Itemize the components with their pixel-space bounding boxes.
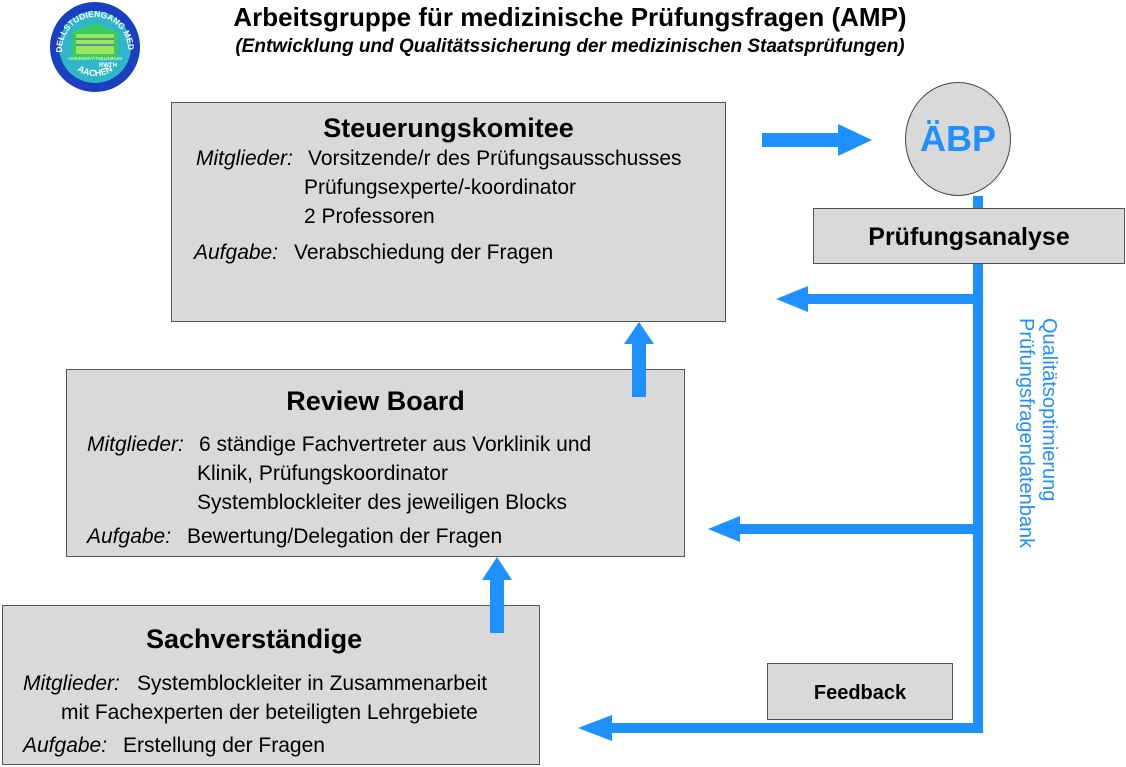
arrow-to-review-head — [708, 516, 740, 542]
sachverstaendige-task-label: Aufgabe: — [23, 734, 108, 757]
sachverstaendige-member-2: mit Fachexperten der beteiligten Lehrgeb… — [61, 701, 478, 724]
steuerungskomitee-box: Steuerungskomitee Mitglieder: Vorsitzend… — [171, 102, 726, 322]
sachverstaendige-title: Sachverständige — [146, 624, 363, 654]
review-board-members-label: Mitglieder: — [87, 433, 184, 456]
vertical-label-line-1: Qualitätsoptimierung — [1038, 318, 1060, 502]
steuerungskomitee-members-label: Mitglieder: — [196, 147, 293, 170]
feedback-vertical-line — [973, 196, 983, 733]
steuerungskomitee-member-3: 2 Professoren — [304, 205, 435, 228]
arrow-review-to-steuerung-head — [624, 322, 654, 344]
review-board-box: Review Board Mitglieder: 6 ständige Fach… — [66, 369, 685, 557]
aebp-circle: ÄBP — [905, 82, 1011, 196]
review-board-title: Review Board — [286, 386, 465, 416]
review-board-member-2: Klinik, Prüfungskoordinator — [197, 462, 448, 485]
logo-arc-bottom: AACHEN — [76, 63, 114, 78]
feedback-label: Feedback — [813, 682, 907, 704]
arrow-to-sachverstaendige-head — [578, 715, 612, 741]
arrow-to-aebp-head — [838, 124, 872, 156]
feedback-box: Feedback — [767, 663, 953, 720]
steuerungskomitee-title: Steuerungskomitee — [323, 113, 574, 143]
arrow-to-steuerung-shaft — [806, 294, 983, 304]
page-title: Arbeitsgruppe für medizinische Prüfungsf… — [233, 2, 907, 32]
steuerungskomitee-member-1: Vorsitzende/r des Prüfungsausschusses — [308, 147, 682, 170]
sachverstaendige-task: Erstellung der Fragen — [123, 734, 325, 757]
arrow-sachverstaendige-to-review-shaft — [490, 578, 504, 633]
sachverstaendige-member-1: Systemblockleiter in Zusammenarbeit — [137, 672, 488, 695]
aebp-label: ÄBP — [919, 118, 996, 159]
steuerungskomitee-member-2: Prüfungsexperte/-koordinator — [304, 176, 576, 199]
vertical-label-line-2: Prüfungsfragendatenbank — [1015, 318, 1037, 549]
logo-inner-top: UNIVERSITÄTSKLINIKUM — [68, 55, 122, 61]
review-board-member-1: 6 ständige Fachvertreter aus Vorklinik u… — [199, 433, 592, 456]
arrow-to-review-shaft — [738, 524, 983, 534]
steuerungskomitee-task-label: Aufgabe: — [194, 241, 279, 264]
pruefungsanalyse-label: Prüfungsanalyse — [868, 223, 1070, 251]
review-board-task-label: Aufgabe: — [87, 525, 172, 548]
page-subtitle: (Entwicklung und Qualitätssicherung der … — [235, 36, 905, 57]
vertical-label: Qualitätsoptimierung Prüfungsfragendaten… — [1014, 318, 1060, 548]
arrow-sachverstaendige-to-review-head — [482, 557, 512, 580]
arrow-to-aebp-shaft — [762, 133, 842, 147]
arrow-to-sachverstaendige-shaft — [610, 723, 983, 733]
steuerungskomitee-task: Verabschiedung der Fragen — [294, 241, 554, 264]
arrow-review-to-steuerung-shaft — [632, 342, 646, 397]
logo: MODELLSTUDIENGANG MEDIZIN AACHEN UNIVERS… — [48, 0, 142, 94]
pruefungsanalyse-box: Prüfungsanalyse — [813, 208, 1125, 264]
arrow-to-steuerung-head — [776, 286, 808, 312]
sachverstaendige-box: Sachverständige Mitglieder: Systemblockl… — [2, 605, 540, 765]
sachverstaendige-members-label: Mitglieder: — [23, 672, 120, 695]
review-board-member-3: Systemblockleiter des jeweiligen Blocks — [197, 491, 567, 514]
svg-text:AACHEN: AACHEN — [76, 63, 114, 78]
review-board-task: Bewertung/Delegation der Fragen — [187, 525, 503, 548]
logo-inner-bottom: RWTH — [99, 63, 117, 69]
